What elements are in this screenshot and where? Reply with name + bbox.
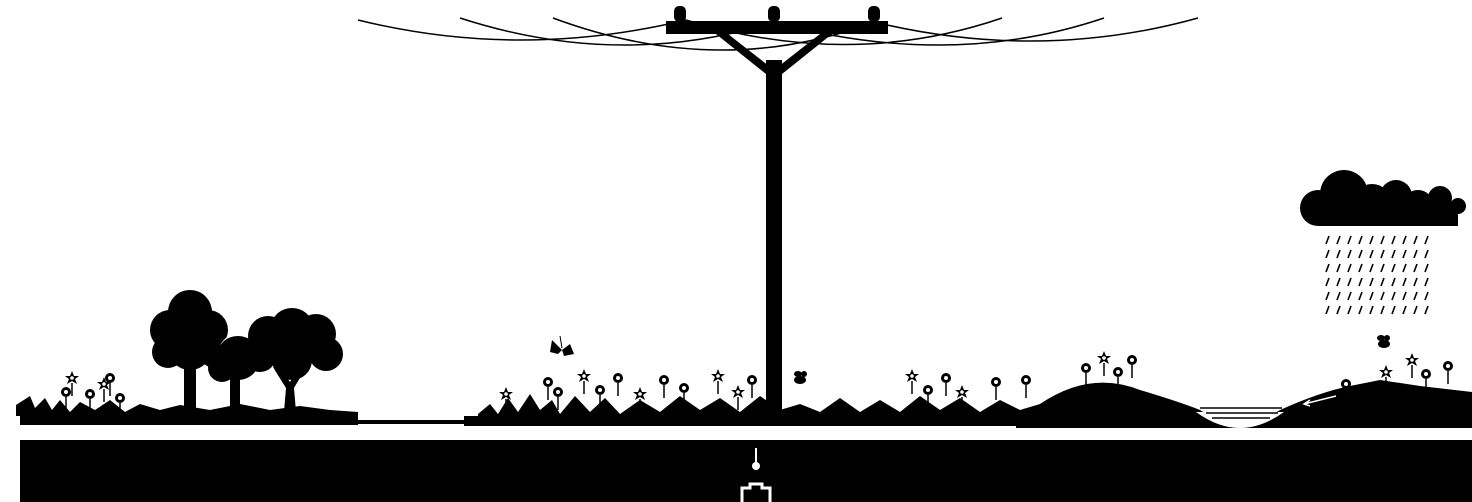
middle-ground: [464, 394, 1054, 426]
tree-icon: [244, 308, 343, 412]
soil-band: [20, 440, 1472, 502]
bee-icon: [1377, 335, 1390, 348]
butterfly-icon: [550, 336, 574, 356]
bee-icon: [794, 371, 807, 384]
swale-with-water: [1016, 380, 1472, 428]
utility-pole-icon: [666, 6, 888, 412]
rain-cloud-icon: [1300, 170, 1466, 314]
power-lines: [358, 18, 1198, 50]
